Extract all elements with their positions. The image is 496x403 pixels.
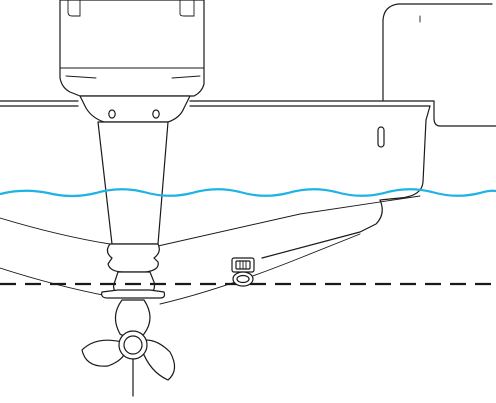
propeller-blade-left	[81, 339, 127, 367]
cowling-line-right	[171, 75, 201, 79]
cowling-vent-right	[179, 0, 195, 17]
transom-step-inner	[425, 105, 431, 121]
hull-bottom-right	[159, 233, 361, 305]
motor-shaft	[97, 121, 169, 245]
motor-mount	[79, 95, 191, 123]
transducer	[231, 257, 255, 287]
propeller-nut	[123, 335, 143, 355]
lower-plate	[101, 289, 166, 299]
transom-step	[433, 100, 496, 127]
hull-side-contour	[261, 119, 427, 259]
cowling-line-left	[65, 75, 97, 79]
motor-cowling	[59, 0, 205, 97]
waterline	[0, 188, 496, 198]
propeller-blade-right	[141, 339, 176, 381]
propeller	[81, 299, 176, 397]
outboard-motor	[59, 0, 205, 299]
hull-bottom-left	[0, 267, 109, 297]
hull-chine-right	[157, 195, 421, 247]
mount-bolt-right	[152, 109, 160, 119]
anti-cavitation-plate	[106, 243, 160, 273]
hull-chine-left	[0, 217, 111, 245]
cowling-vent-left	[67, 0, 81, 17]
mount-bolt-left	[108, 109, 116, 119]
transom-drain-plug	[377, 126, 385, 148]
transom-top-edge	[382, 3, 493, 21]
transducer-bracket-ribs	[239, 260, 247, 270]
transducer-face	[236, 274, 250, 284]
